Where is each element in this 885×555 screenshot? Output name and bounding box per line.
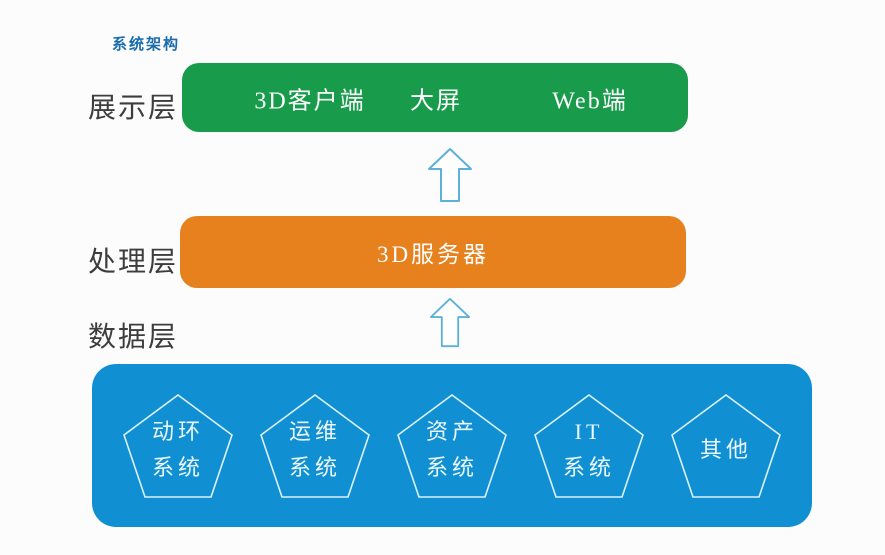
processing-item-3d-server: 3D服务器 bbox=[376, 242, 490, 267]
pentagon-label-line: IT bbox=[574, 418, 604, 444]
pentagon-asset-system: 资产 系统 bbox=[394, 391, 510, 501]
pentagon-label: 运维 系统 bbox=[289, 414, 341, 486]
pentagon-it-system: IT 系统 bbox=[531, 391, 647, 501]
pentagon-label-line: 系统 bbox=[425, 454, 479, 480]
pentagon-outline-icon bbox=[671, 393, 781, 498]
up-arrow-icon bbox=[428, 148, 472, 202]
pentagon-outline-icon bbox=[123, 393, 233, 498]
processing-layer-bar: 3D服务器 bbox=[180, 216, 686, 288]
pentagon-label-line: 其他 bbox=[699, 436, 753, 462]
up-arrow-icon bbox=[429, 297, 471, 348]
pentagon-label-line: 系统 bbox=[151, 454, 205, 480]
pentagon-outline-icon bbox=[534, 393, 644, 498]
pentagon-label: 资产 系统 bbox=[426, 414, 478, 486]
pentagon-outline-icon bbox=[397, 393, 507, 498]
data-layer-label: 数据层 bbox=[88, 322, 179, 353]
processing-layer-label: 处理层 bbox=[88, 247, 179, 278]
pentagon-label-line: 动环 bbox=[151, 418, 205, 444]
display-item-3d-client: 3D客户端 bbox=[254, 88, 366, 114]
display-item-web: Web端 bbox=[552, 88, 628, 114]
display-layer-bar: 3D客户端 大屏 Web端 bbox=[182, 63, 688, 132]
page-title: 系统架构 bbox=[112, 36, 181, 53]
pentagon-other: 其他 bbox=[668, 391, 784, 501]
pentagon-outline-icon bbox=[260, 393, 370, 498]
data-layer-box: 动环 系统 运维 系统 资产 系统 bbox=[92, 364, 812, 527]
pentagon-label-line: 资产 bbox=[425, 418, 479, 444]
pentagon-label-line: 系统 bbox=[288, 454, 342, 480]
pentagon-ops-system: 运维 系统 bbox=[257, 391, 373, 501]
pentagon-label: 动环 系统 bbox=[152, 414, 204, 486]
display-item-big-screen: 大屏 bbox=[410, 88, 462, 114]
display-layer-label: 展示层 bbox=[88, 93, 179, 124]
pentagon-label-line: 系统 bbox=[562, 454, 616, 480]
pentagon-power-env-system: 动环 系统 bbox=[120, 391, 236, 501]
pentagon-label: 其他 bbox=[700, 432, 752, 468]
pentagon-label-line: 运维 bbox=[288, 418, 342, 444]
pentagon-label: IT 系统 bbox=[563, 414, 615, 486]
